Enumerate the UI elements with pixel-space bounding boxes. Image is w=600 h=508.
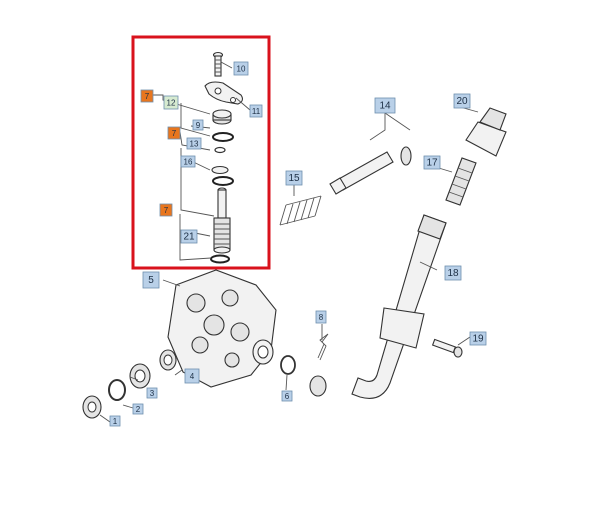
callout-box	[285, 170, 303, 186]
callout-label: 18	[447, 268, 459, 279]
o-ring-part	[212, 176, 234, 186]
callout-box	[315, 310, 327, 324]
part-callout-tag: 8	[315, 310, 327, 324]
callout-label: 1	[113, 417, 118, 426]
part-callout-tag: 11	[249, 104, 263, 118]
kit-callout-tag: 7	[167, 126, 181, 140]
part-callout-tag: 10	[233, 61, 249, 76]
callout-box	[180, 229, 198, 244]
part-callout-tag: 19	[469, 331, 487, 346]
seal-ring-part	[211, 165, 229, 175]
o-ring-part	[212, 132, 234, 142]
part-callout-tag: 13	[186, 137, 202, 150]
callout-box	[146, 387, 158, 399]
part-callout-tag: 20	[453, 93, 471, 109]
callout-box	[423, 155, 441, 170]
callout-label: 15	[288, 173, 300, 184]
valve-seat-part	[212, 109, 232, 125]
callout-label: 6	[285, 392, 290, 401]
callout-label: 11	[252, 107, 261, 116]
callout-box	[109, 415, 121, 427]
small-ring-part	[214, 146, 226, 154]
inlet-pipe-part	[309, 214, 447, 399]
callout-box	[163, 95, 179, 110]
callout-box	[469, 331, 487, 346]
part-callout-tag: 12	[163, 95, 179, 110]
kit-callout-tag: 7	[140, 89, 154, 103]
callout-label: 7	[172, 129, 177, 138]
kit-callout-tag: 7	[159, 203, 173, 217]
callout-label: 14	[379, 101, 391, 112]
filter-part	[445, 157, 477, 206]
washer-part	[108, 379, 126, 401]
callout-label: 3	[150, 389, 155, 398]
callout-label: 12	[167, 99, 176, 108]
callout-box	[132, 403, 144, 415]
piston-part	[213, 187, 231, 254]
part-callout-tag: 14	[374, 97, 396, 114]
clamp-plate-part	[204, 81, 243, 105]
callout-box	[167, 126, 181, 140]
callout-box	[233, 61, 249, 76]
callout-label: 5	[148, 275, 154, 286]
callout-label: 2	[136, 405, 141, 414]
part-callout-tag: 6	[281, 390, 293, 402]
highlight-frame	[131, 35, 271, 270]
callout-label: 8	[319, 313, 324, 322]
nut-part	[82, 395, 102, 419]
part-callout-tag: 1	[109, 415, 121, 427]
shaft-part	[329, 146, 412, 195]
callout-label: 19	[472, 334, 484, 345]
part-callout-tag: 18	[444, 265, 462, 281]
part-callout-tag: 2	[132, 403, 144, 415]
callout-box	[192, 119, 204, 131]
callout-label: 17	[426, 158, 438, 169]
callout-label: 13	[190, 140, 199, 149]
screw-part	[212, 51, 224, 77]
callout-box	[374, 97, 396, 114]
callout-box	[249, 104, 263, 118]
part-callout-tag: 16	[180, 155, 196, 168]
callout-box	[159, 203, 173, 217]
bushing-part	[159, 349, 177, 371]
callout-box	[453, 93, 471, 109]
part-callout-tag: 15	[285, 170, 303, 186]
pump-housing-part	[167, 269, 277, 388]
part-callout-tag: 4	[184, 368, 200, 384]
callout-box	[140, 89, 154, 103]
part-callout-tag: 21	[180, 229, 198, 244]
callout-label: 16	[184, 158, 193, 167]
callout-label: 10	[237, 65, 246, 74]
callout-label: 4	[190, 372, 195, 381]
callout-label: 9	[196, 121, 201, 130]
spring-part	[279, 195, 322, 226]
callout-label: 7	[145, 92, 150, 101]
screw-part	[431, 338, 463, 358]
part-callout-tag: 9	[192, 119, 204, 131]
bearing-part	[129, 363, 151, 389]
part-callout-tag: 5	[142, 271, 160, 289]
callout-box	[184, 368, 200, 384]
part-callout-tag: 3	[146, 387, 158, 399]
o-ring-part	[210, 254, 230, 264]
hose-coupling-part	[465, 107, 507, 157]
o-ring-part	[280, 355, 296, 375]
callout-box	[444, 265, 462, 281]
callout-label: 20	[456, 96, 468, 107]
callout-box	[180, 155, 196, 168]
retaining-clip-part	[317, 333, 329, 361]
part-callout-tag: 17	[423, 155, 441, 170]
callout-box	[281, 390, 293, 402]
callout-label: 21	[183, 232, 195, 243]
callout-box	[186, 137, 202, 150]
callout-box	[142, 271, 160, 289]
callout-label: 7	[164, 206, 169, 215]
